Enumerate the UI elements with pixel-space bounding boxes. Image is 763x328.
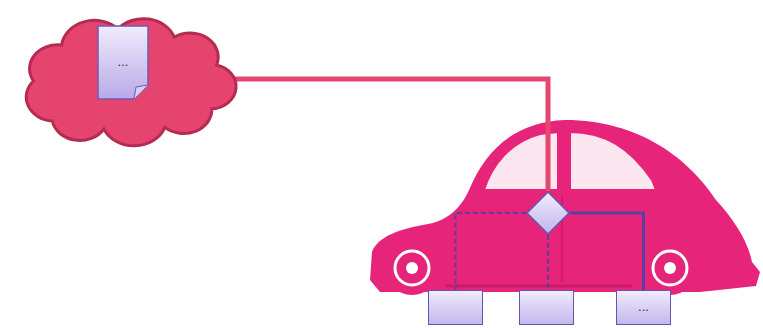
beetle-car [370,120,760,295]
node-content [429,291,482,324]
running-board [446,285,632,288]
rear-window [570,132,656,190]
diamond-outline [526,191,570,235]
rear-hub [664,262,676,274]
process-box: ... [616,290,671,325]
node-content: ... [97,25,149,100]
front-wheel [385,241,439,295]
car-body [370,120,760,292]
node-content: ... [617,291,670,324]
node-content [526,191,570,235]
node-label: ... [638,300,649,314]
node-content [520,291,573,324]
dashed-connector [547,235,549,290]
cloud-region: ... [10,5,240,153]
decision-diamond [526,191,570,235]
process-box [428,290,483,325]
rear-rim [653,251,687,285]
rear-wheel [643,241,697,295]
front-hub [406,262,418,274]
document-icon: ... [97,25,149,100]
front-rim [395,251,429,285]
process-box [519,290,574,325]
connector-line [570,213,644,290]
node-label: ... [118,55,129,69]
dashed-connector [456,213,527,290]
connector-line [228,79,548,191]
